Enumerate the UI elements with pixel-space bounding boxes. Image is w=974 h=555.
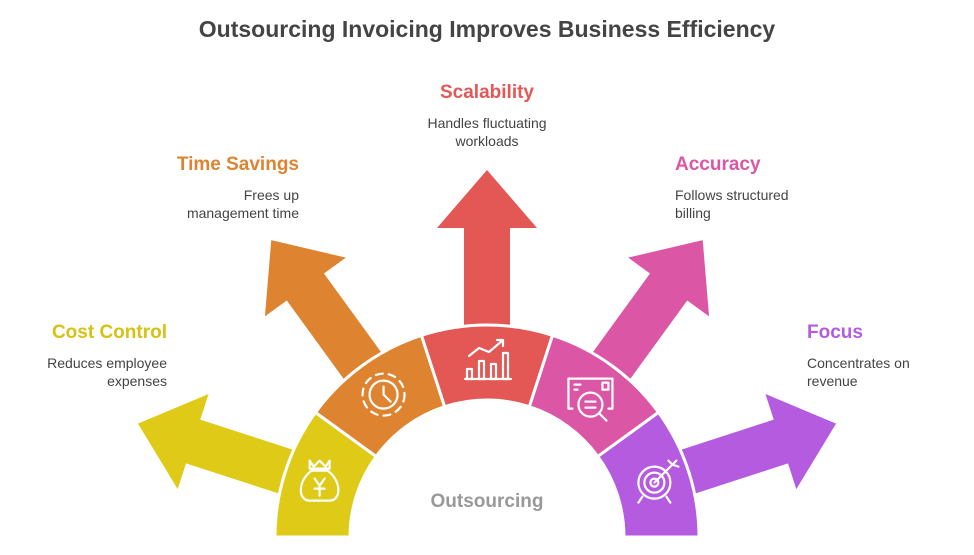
branch-title: Cost Control <box>51 322 167 343</box>
money-bag-yen-icon <box>299 459 340 502</box>
branch-focus <box>595 393 837 539</box>
invoice-search-icon <box>567 377 614 422</box>
branch-desc: billing <box>675 205 711 221</box>
branch-title: Focus <box>807 322 863 343</box>
branch-title: Accuracy <box>675 154 761 175</box>
branch-desc: workloads <box>455 133 519 149</box>
label-focus: Focus Concentrates on revenue <box>807 322 974 390</box>
branch-desc: Handles fluctuating <box>427 115 547 131</box>
label-time-savings: Time Savings Frees up management time <box>99 154 299 222</box>
branch-time-savings <box>264 240 447 459</box>
branch-desc: Follows structured <box>675 187 789 203</box>
label-cost-control: Cost Control Reduces employee expenses <box>0 322 167 390</box>
branch-desc: expenses <box>107 373 167 389</box>
label-accuracy: Accuracy Follows structured billing <box>675 154 875 222</box>
branch-desc: Reduces employee <box>47 355 167 371</box>
label-scalability: Scalability Handles fluctuating workloads <box>387 82 587 150</box>
branch-desc: management time <box>186 205 299 221</box>
branch-accuracy <box>527 240 710 459</box>
branch-desc: Frees up <box>243 187 299 203</box>
branch-desc: revenue <box>807 373 858 389</box>
branch-title: Scalability <box>440 82 534 103</box>
arrow <box>437 170 537 387</box>
branch-scalability <box>419 170 555 409</box>
diagram-title: Outsourcing Invoicing Improves Business … <box>198 16 776 42</box>
branch-desc: Concentrates on <box>807 355 910 371</box>
growth-chart-icon <box>463 338 513 381</box>
target-icon <box>637 459 680 504</box>
clock-icon <box>361 372 406 417</box>
center-label: Outsourcing <box>430 491 544 512</box>
branch-title: Time Savings <box>176 154 299 175</box>
